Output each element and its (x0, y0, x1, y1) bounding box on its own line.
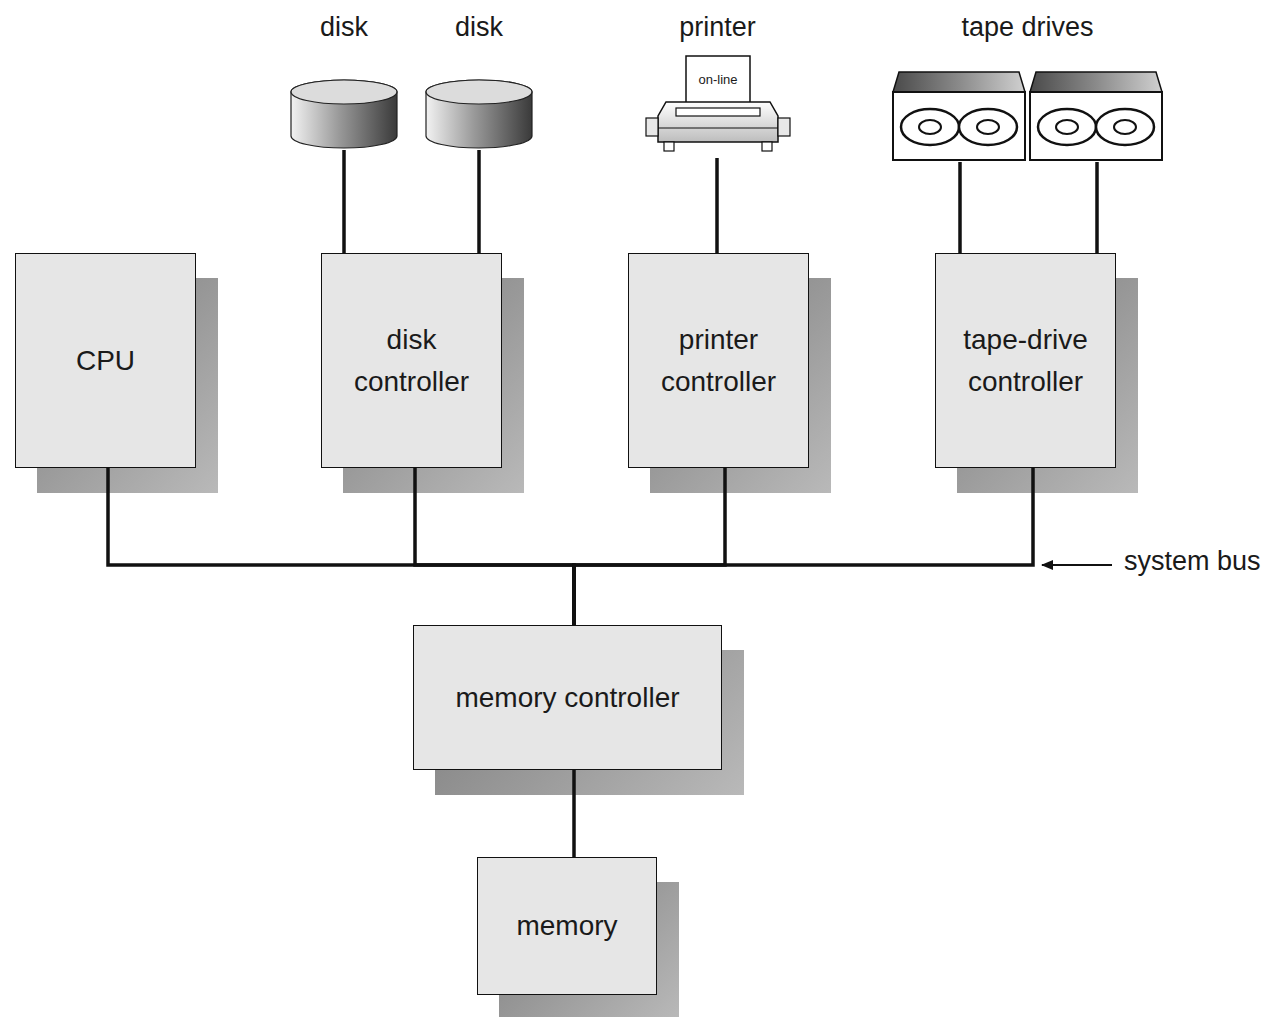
device-icon: disk (289, 10, 399, 150)
printer-knob (778, 118, 790, 136)
tape-reel (959, 109, 1017, 145)
node-label: disk (424, 12, 534, 43)
connector-line (477, 150, 481, 253)
system-bus-line (574, 468, 1033, 625)
node-label: printer controller (644, 319, 794, 403)
printer-slot (676, 108, 760, 116)
tape-reel (901, 109, 959, 145)
tape-reel (1096, 109, 1154, 145)
printer-body (658, 102, 778, 142)
system-bus-line (415, 468, 574, 625)
tape-drive-front (1030, 92, 1162, 160)
tape-reel (1038, 109, 1096, 145)
device-icon: disk (424, 10, 534, 150)
disk-top (291, 80, 397, 104)
tape-drive-top (893, 72, 1025, 92)
bus-label: system bus (1122, 546, 1263, 577)
system-bus-line (108, 468, 574, 625)
connector-line (715, 158, 719, 253)
disk-top (426, 80, 532, 104)
controller-box: tape-drive controller (935, 253, 1116, 468)
node-label: printer (640, 12, 795, 43)
controller-box: memory (477, 857, 657, 995)
controller-box: CPU (15, 253, 196, 468)
node-label: memory (516, 905, 617, 947)
tape-drive-top (1030, 72, 1162, 92)
tape-reel-hub (919, 120, 941, 134)
connector-line (1095, 162, 1099, 253)
node-label: CPU (31, 340, 181, 382)
tape-reel-hub (1114, 120, 1136, 134)
controller-box: disk controller (321, 253, 502, 468)
tape-drive-front (893, 92, 1025, 160)
printer-paper (686, 56, 750, 106)
tape-reel-hub (977, 120, 999, 134)
node-label: disk controller (337, 319, 487, 403)
connector-line (342, 150, 346, 253)
disk-body (291, 80, 397, 148)
controller-box: memory controller (413, 625, 722, 770)
printer-knob (646, 118, 658, 136)
node-label: disk (289, 12, 399, 43)
node-label: tape-drive controller (951, 319, 1101, 403)
device-icon: printer on-line (640, 10, 795, 158)
tape-reel-hub (1056, 120, 1078, 134)
printer-foot (664, 142, 674, 151)
disk-body (426, 80, 532, 148)
controller-box: printer controller (628, 253, 809, 468)
connector-line (958, 162, 962, 253)
status-label: on-line (686, 72, 750, 87)
printer-line (658, 128, 778, 129)
leader-arrow (1042, 564, 1112, 566)
node-label: memory controller (455, 677, 679, 719)
device-icon: tape drives (890, 10, 1165, 162)
printer-foot (762, 142, 772, 151)
connector-line (572, 770, 576, 857)
system-bus-line (574, 468, 725, 625)
node-label: tape drives (890, 12, 1165, 43)
